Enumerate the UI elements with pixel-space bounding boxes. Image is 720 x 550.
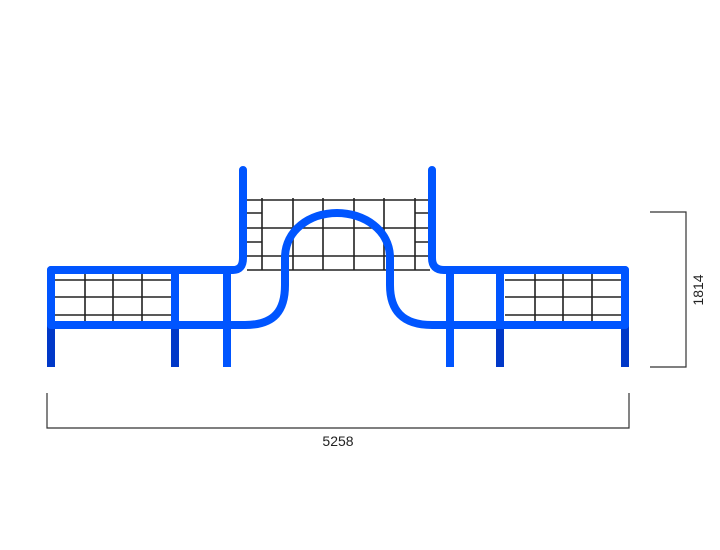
width-dimension [46,393,630,429]
height-dimension-label: 1814 [690,274,706,305]
bottom-arch-rail [47,209,629,329]
blue-frame [47,166,629,367]
legs [47,325,629,367]
left-top-rail [47,166,247,274]
right-top-rail [428,166,629,274]
left-mesh [55,272,172,322]
height-dimension [650,211,687,368]
width-dimension-label: 5258 [322,433,353,449]
center-mesh [247,198,430,271]
right-mesh [505,272,622,322]
